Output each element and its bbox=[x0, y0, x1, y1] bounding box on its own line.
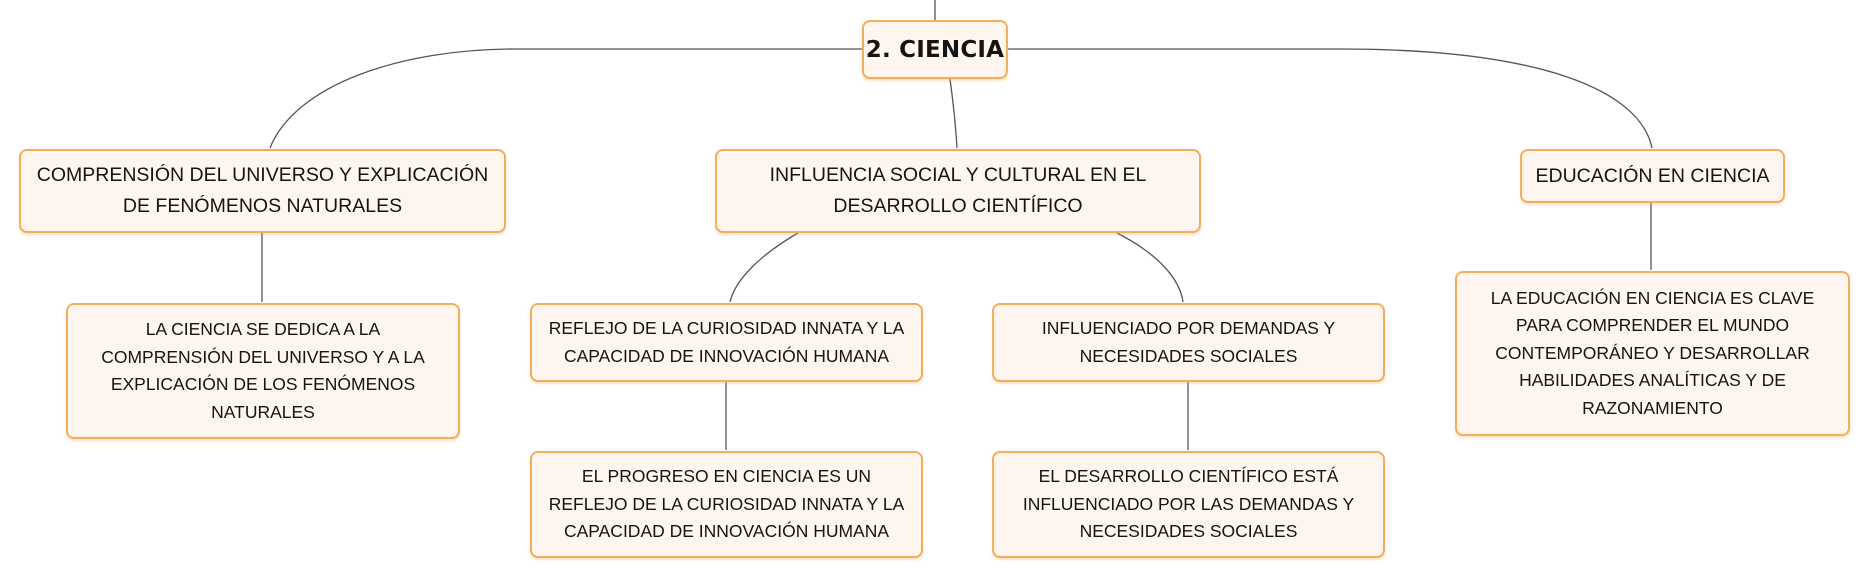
branch-node-label: EDUCACIÓN EN CIENCIA bbox=[1535, 164, 1770, 187]
child-node-label: REFLEJO DE LA CURIOSIDAD INNATA Y LA CAP… bbox=[548, 318, 905, 366]
leaf-node-label: EL PROGRESO EN CIENCIA ES UN REFLEJO DE … bbox=[548, 466, 905, 542]
child-node-demandas[interactable]: INFLUENCIADO POR DEMANDAS Y NECESIDADES … bbox=[992, 303, 1385, 382]
connector-influencia-to-reflejo bbox=[729, 232, 799, 303]
branch-node-label: INFLUENCIA SOCIAL Y CULTURAL EN EL DESAR… bbox=[769, 164, 1147, 217]
child-node-comprension-detail[interactable]: LA CIENCIA SE DEDICA A LA COMPRENSIÓN DE… bbox=[66, 303, 460, 439]
leaf-node-desarrollo[interactable]: EL DESARROLLO CIENTÍFICO ESTÁ INFLUENCIA… bbox=[992, 451, 1385, 558]
child-node-reflejo[interactable]: REFLEJO DE LA CURIOSIDAD INNATA Y LA CAP… bbox=[530, 303, 923, 382]
connector-root-to-branch-educacion bbox=[1008, 48, 1653, 149]
branch-node-label: COMPRENSIÓN DEL UNIVERSO Y EXPLICACIÓN D… bbox=[36, 164, 489, 217]
child-node-label: INFLUENCIADO POR DEMANDAS Y NECESIDADES … bbox=[1041, 318, 1336, 366]
child-node-label: LA CIENCIA SE DEDICA A LA COMPRENSIÓN DE… bbox=[101, 319, 425, 422]
root-node[interactable]: 2. CIENCIA bbox=[862, 20, 1008, 79]
connector-influencia-to-demandas bbox=[1116, 232, 1184, 303]
branch-node-influencia[interactable]: INFLUENCIA SOCIAL Y CULTURAL EN EL DESAR… bbox=[715, 149, 1201, 233]
child-node-label: LA EDUCACIÓN EN CIENCIA ES CLAVE PARA CO… bbox=[1490, 287, 1815, 418]
connector-root-to-branch-comprension bbox=[269, 48, 862, 149]
leaf-node-label: EL DESARROLLO CIENTÍFICO ESTÁ INFLUENCIA… bbox=[1022, 466, 1355, 542]
branch-node-educacion[interactable]: EDUCACIÓN EN CIENCIA bbox=[1520, 149, 1785, 203]
child-node-educacion-detail[interactable]: LA EDUCACIÓN EN CIENCIA ES CLAVE PARA CO… bbox=[1455, 271, 1850, 436]
root-node-label: 2. CIENCIA bbox=[865, 36, 1005, 63]
leaf-node-progreso[interactable]: EL PROGRESO EN CIENCIA ES UN REFLEJO DE … bbox=[530, 451, 923, 558]
connector-root-to-branch-influencia bbox=[949, 78, 958, 149]
branch-node-comprension[interactable]: COMPRENSIÓN DEL UNIVERSO Y EXPLICACIÓN D… bbox=[19, 149, 506, 233]
